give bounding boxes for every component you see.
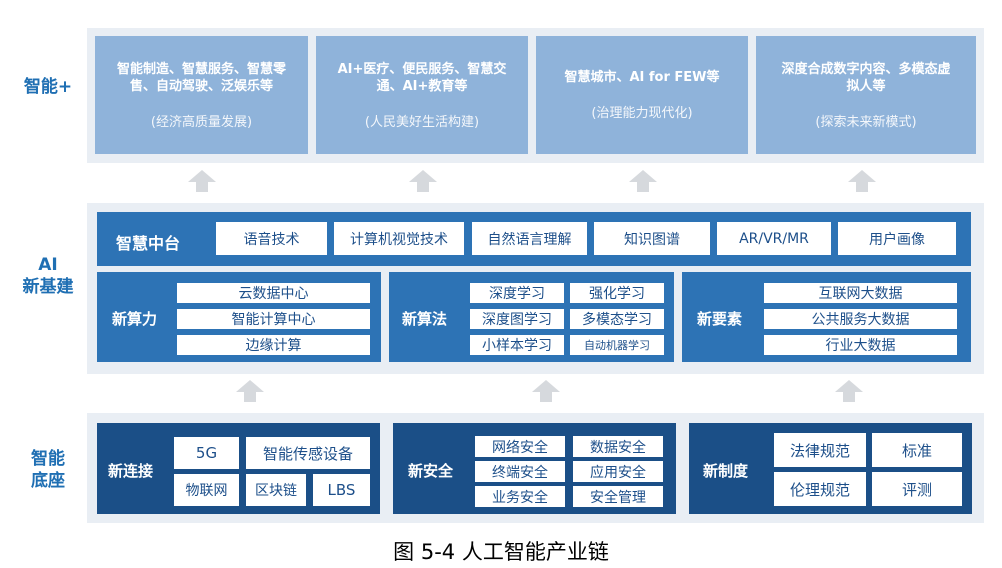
app-box-livelihood: AI+医疗、便民服务、智慧交通、AI+教育等 (人民美好生活构建) [316,36,528,154]
new-computing-label: 新算力 [112,310,158,328]
figure-caption: 图 5-4 人工智能产业链 [393,540,609,564]
label-intelligent-base: 智能 底座 [8,448,88,492]
app-box-future: 深度合成数字内容、多模态虚拟人等 (探索未来新模式) [756,36,976,154]
smart-platform-label: 智慧中台 [116,234,181,253]
new-algorithm-label: 新算法 [402,310,448,328]
label-intelligence-plus: 智能+ [23,77,73,97]
security-item: 终端安全 [475,461,565,482]
app-box-title: 智慧城市、AI for FEW等 [564,70,720,85]
label-ai: AI [38,255,58,275]
security-item: 安全管理 [573,486,663,507]
algorithm-item: 深度图学习 [470,309,564,329]
security-item: 数据安全 [573,436,663,457]
label-base: 底座 [31,471,65,491]
label-new-infrastructure: 新基建 [22,277,74,297]
platform-item-nlu: 自然语言理解 [472,222,587,255]
elements-item: 行业大数据 [764,335,957,355]
computing-item: 边缘计算 [177,335,370,355]
system-item: 法律规范 [774,433,866,467]
algorithm-item: 小样本学习 [470,335,564,355]
platform-item-knowledge-graph: 知识图谱 [594,222,710,255]
algorithm-item: 多模态学习 [570,309,664,329]
app-box-subtitle: (经济高质量发展) [150,114,253,130]
system-item: 评测 [872,472,962,506]
label-ai-infrastructure: AI 新基建 [8,254,88,298]
app-box-title: AI+医疗、便民服务、智慧交通、AI+教育等 [337,61,507,94]
app-box-title: 深度合成数字内容、多模态虚拟人等 [781,61,951,94]
connection-item: 智能传感设备 [246,437,370,469]
algorithm-item: 深度学习 [470,283,564,303]
app-box-economy: 智能制造、智慧服务、智慧零售、自动驾驶、泛娱乐等 (经济高质量发展) [95,36,308,154]
new-system-label: 新制度 [703,462,749,480]
system-item: 标准 [872,433,962,467]
security-item: 网络安全 [475,436,565,457]
new-connection-label: 新连接 [108,462,154,480]
connection-item: LBS [313,474,370,506]
app-box-subtitle: (治理能力现代化) [591,106,693,121]
connection-item: 物联网 [174,474,239,506]
elements-item: 互联网大数据 [764,283,957,303]
security-item: 业务安全 [475,486,565,507]
computing-item: 云数据中心 [177,283,370,303]
platform-item-user-profile: 用户画像 [838,222,956,255]
algorithm-item: 自动机器学习 [570,335,664,355]
new-security-label: 新安全 [408,462,454,480]
app-box-subtitle: (探索未来新模式) [815,114,917,130]
connection-item: 5G [174,437,239,469]
platform-item-vision: 计算机视觉技术 [334,222,464,255]
label-intelligent: 智能 [31,449,65,469]
app-box-governance: 智慧城市、AI for FEW等 (治理能力现代化) [536,36,748,154]
computing-item: 智能计算中心 [177,309,370,329]
platform-item-speech: 语音技术 [216,222,327,255]
elements-item: 公共服务大数据 [764,309,957,329]
app-box-subtitle: (人民美好生活构建) [364,114,480,130]
connection-item: 区块链 [246,474,306,506]
app-box-title: 智能制造、智慧服务、智慧零售、自动驾驶、泛娱乐等 [116,61,286,94]
new-elements-label: 新要素 [697,310,743,328]
security-item: 应用安全 [573,461,663,482]
algorithm-item: 强化学习 [570,283,664,303]
system-item: 伦理规范 [774,472,866,506]
platform-item-ar-vr-mr: AR/VR/MR [717,222,831,255]
